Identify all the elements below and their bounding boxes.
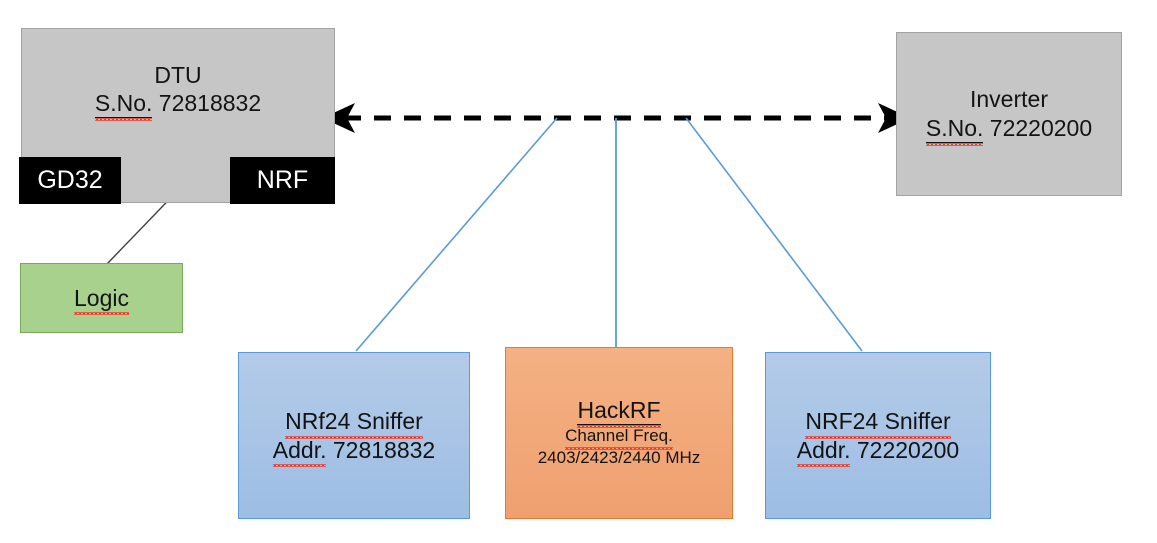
nrf-label: NRF	[256, 166, 309, 194]
node-hackrf[interactable]: HackRF Channel Freq. 2403/2423/2440 MHz	[505, 347, 733, 519]
dtu-serial-value: 72818832	[158, 90, 262, 116]
hackrf-frequencies: 2403/2423/2440 MHz	[537, 448, 701, 467]
sniffer-left-title: NRf24 Sniffer	[285, 407, 423, 439]
sniffer-left-title-text: NRf24 Sniffer	[285, 407, 423, 439]
hackrf-title-text: HackRF	[577, 396, 661, 428]
connector-tap-sniffer-left	[355, 117, 558, 352]
sniffer-right-title-text: NRF24 Sniffer	[805, 407, 951, 439]
hackrf-title: HackRF	[577, 396, 661, 428]
sniffer-right-addr-value: 72220200	[856, 436, 960, 463]
hackrf-subtitle: Channel Freq.	[565, 425, 673, 451]
inverter-serial-prefix: S.No.	[925, 114, 984, 146]
sniffer-left-addr-prefix: Addr.	[272, 436, 327, 467]
sniffer-left-addr-value: 72818832	[332, 436, 436, 463]
connector-tap-sniffer-right	[685, 117, 863, 352]
node-inverter[interactable]: Inverter S.No. 72220200	[896, 32, 1122, 196]
node-gd32[interactable]: GD32	[19, 157, 121, 204]
node-logic[interactable]: Logic	[20, 263, 183, 333]
node-sniffer-left[interactable]: NRf24 Sniffer Addr. 72818832	[238, 352, 470, 519]
inverter-serial-value: 72220200	[989, 114, 1093, 141]
logic-label: Logic	[74, 284, 129, 316]
sniffer-right-addr: Addr. 72220200	[796, 436, 960, 467]
dtu-serial: S.No. 72818832	[94, 89, 262, 122]
hackrf-subtitle-text: Channel Freq.	[565, 425, 673, 451]
node-sniffer-right[interactable]: NRF24 Sniffer Addr. 72220200	[765, 352, 991, 519]
dtu-title: DTU	[154, 61, 202, 88]
node-nrf[interactable]: NRF	[230, 157, 335, 204]
sniffer-right-title: NRF24 Sniffer	[805, 407, 951, 439]
gd32-label: GD32	[37, 166, 103, 194]
inverter-title: Inverter	[970, 86, 1048, 113]
sniffer-left-addr: Addr. 72818832	[272, 436, 436, 467]
inverter-serial: S.No. 72220200	[925, 114, 1093, 146]
dtu-serial-prefix: S.No.	[94, 89, 153, 122]
sniffer-right-addr-prefix: Addr.	[796, 436, 851, 467]
